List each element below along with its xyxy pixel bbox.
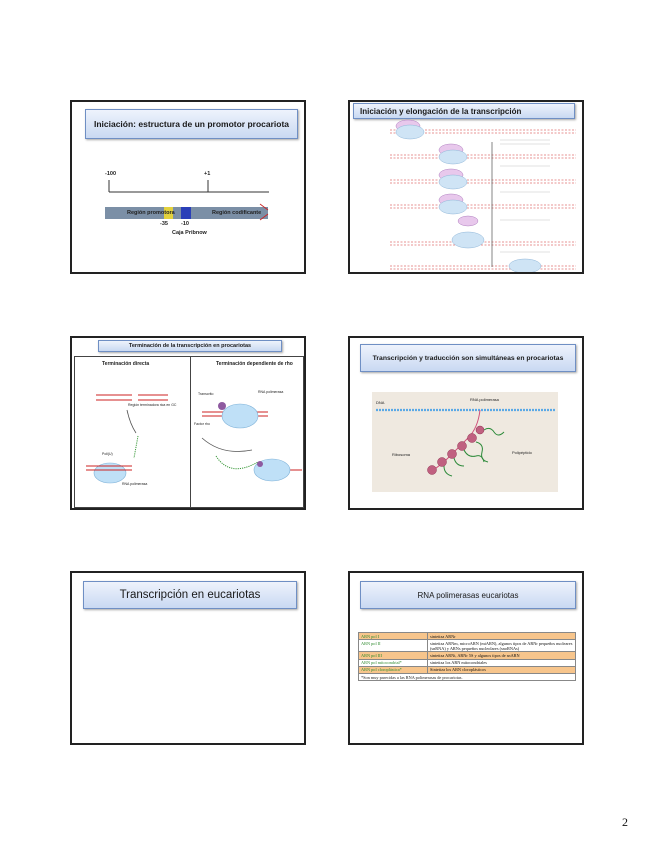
label-minus10: -10: [181, 221, 189, 227]
table-cell-desc: sintetiza los ARN mitocondriales: [427, 658, 576, 667]
micrograph-drawing: [376, 408, 556, 477]
table-row: ARN pol II sintetiza ARNm, microARN (miA…: [358, 639, 576, 653]
table-cell-name: ARN pol mitocondrial*: [358, 658, 428, 667]
slide-1: Iniciación: estructura de un promotor pr…: [70, 100, 306, 274]
slide-3: Terminación de la transcripción en proca…: [70, 336, 306, 510]
table-row: ARN pol mitocondrial* sintetiza los ARN …: [358, 658, 576, 667]
table-cell-desc: sintetiza ARNt, ARNr 5S y algunos tipos …: [427, 651, 576, 660]
slide-5: Transcripción en eucariotas: [70, 571, 306, 745]
slide-title: Transcripción y traducción son simultáne…: [360, 344, 576, 372]
table-cell-name: ARN pol I: [358, 631, 428, 641]
table-cell-name: ARN pol III: [358, 651, 428, 660]
slide-4: Transcripción y traducción son simultáne…: [348, 336, 584, 510]
table-footnote: *Son muy parecidas a las RNA polimerasas…: [358, 672, 576, 682]
label-promoter-region: Región promotora: [127, 210, 175, 216]
label-ribosome: Ribosoma: [392, 452, 411, 457]
slide-6: RNA polimerasas eucariotas ARN pol I sin…: [348, 571, 584, 745]
label-plus1: +1: [204, 171, 211, 177]
label-rna-pol-right: RNA polimerasa: [258, 390, 284, 394]
termination-diagram: [86, 394, 302, 484]
table-cell-desc: sintetiza ARNm, microARN (miARN), alguno…: [427, 639, 576, 653]
table-cell-name: ARN pol cloroplástica*: [358, 665, 428, 674]
table-row: ARN pol I sintetiza ARNr: [358, 631, 576, 641]
label-coding-region: Región codificante: [212, 210, 262, 216]
slide-title: Iniciación y elongación de la transcripc…: [353, 103, 575, 119]
elongation-diagram: [390, 119, 576, 272]
slide-title: RNA polimerasas eucariotas: [360, 581, 576, 609]
label-polypeptide: Polipéptido: [512, 450, 532, 455]
panel-frame: [74, 356, 304, 508]
label-stem-loop: Región terminadora rica en GC: [128, 403, 177, 407]
panel-divider: [190, 356, 191, 508]
page-number: 2: [622, 815, 628, 829]
promoter-diagram: [105, 180, 269, 221]
slide-2: Iniciación y elongación de la transcripc…: [348, 100, 584, 274]
rna-polymerase-table: ARN pol I sintetiza ARNr ARN pol II sint…: [358, 631, 576, 682]
slide-title: Transcripción en eucariotas: [83, 581, 297, 609]
label-direct: Terminación directa: [102, 361, 150, 367]
label-minus35: -35: [160, 221, 168, 227]
slide-title: Terminación de la transcripción en proca…: [98, 340, 282, 352]
table-row: ARN pol cloroplástica* Sintetiza los ARN…: [358, 665, 576, 674]
table-cell-name: ARN pol II: [358, 639, 428, 653]
table-cell-desc: Sintetiza los ARN cloroplásticos: [427, 665, 576, 674]
table-cell-desc: sintetiza ARNr: [427, 631, 576, 641]
label-rna-pol-left: RNA polimerasa: [122, 482, 148, 486]
label-minus100: -100: [105, 171, 117, 177]
label-rho-factor: Factor rho: [194, 422, 210, 426]
label-pribnow-box: Caja Pribnow: [172, 230, 207, 236]
label-rna-pol: RNA polimerasa: [470, 397, 499, 402]
table-footnote-row: *Son muy parecidas a las RNA polimerasas…: [358, 672, 576, 682]
table-row: ARN pol III sintetiza ARNt, ARNr 5S y al…: [358, 651, 576, 660]
label-rho: Terminación dependiente de rho: [216, 361, 293, 367]
slide-title: Iniciación: estructura de un promotor pr…: [85, 109, 298, 139]
micrograph: [372, 392, 558, 492]
label-dna: DNA: [376, 400, 385, 405]
label-poly-u: Poli(U): [102, 452, 113, 456]
label-transcript: Transcrito: [198, 392, 214, 396]
